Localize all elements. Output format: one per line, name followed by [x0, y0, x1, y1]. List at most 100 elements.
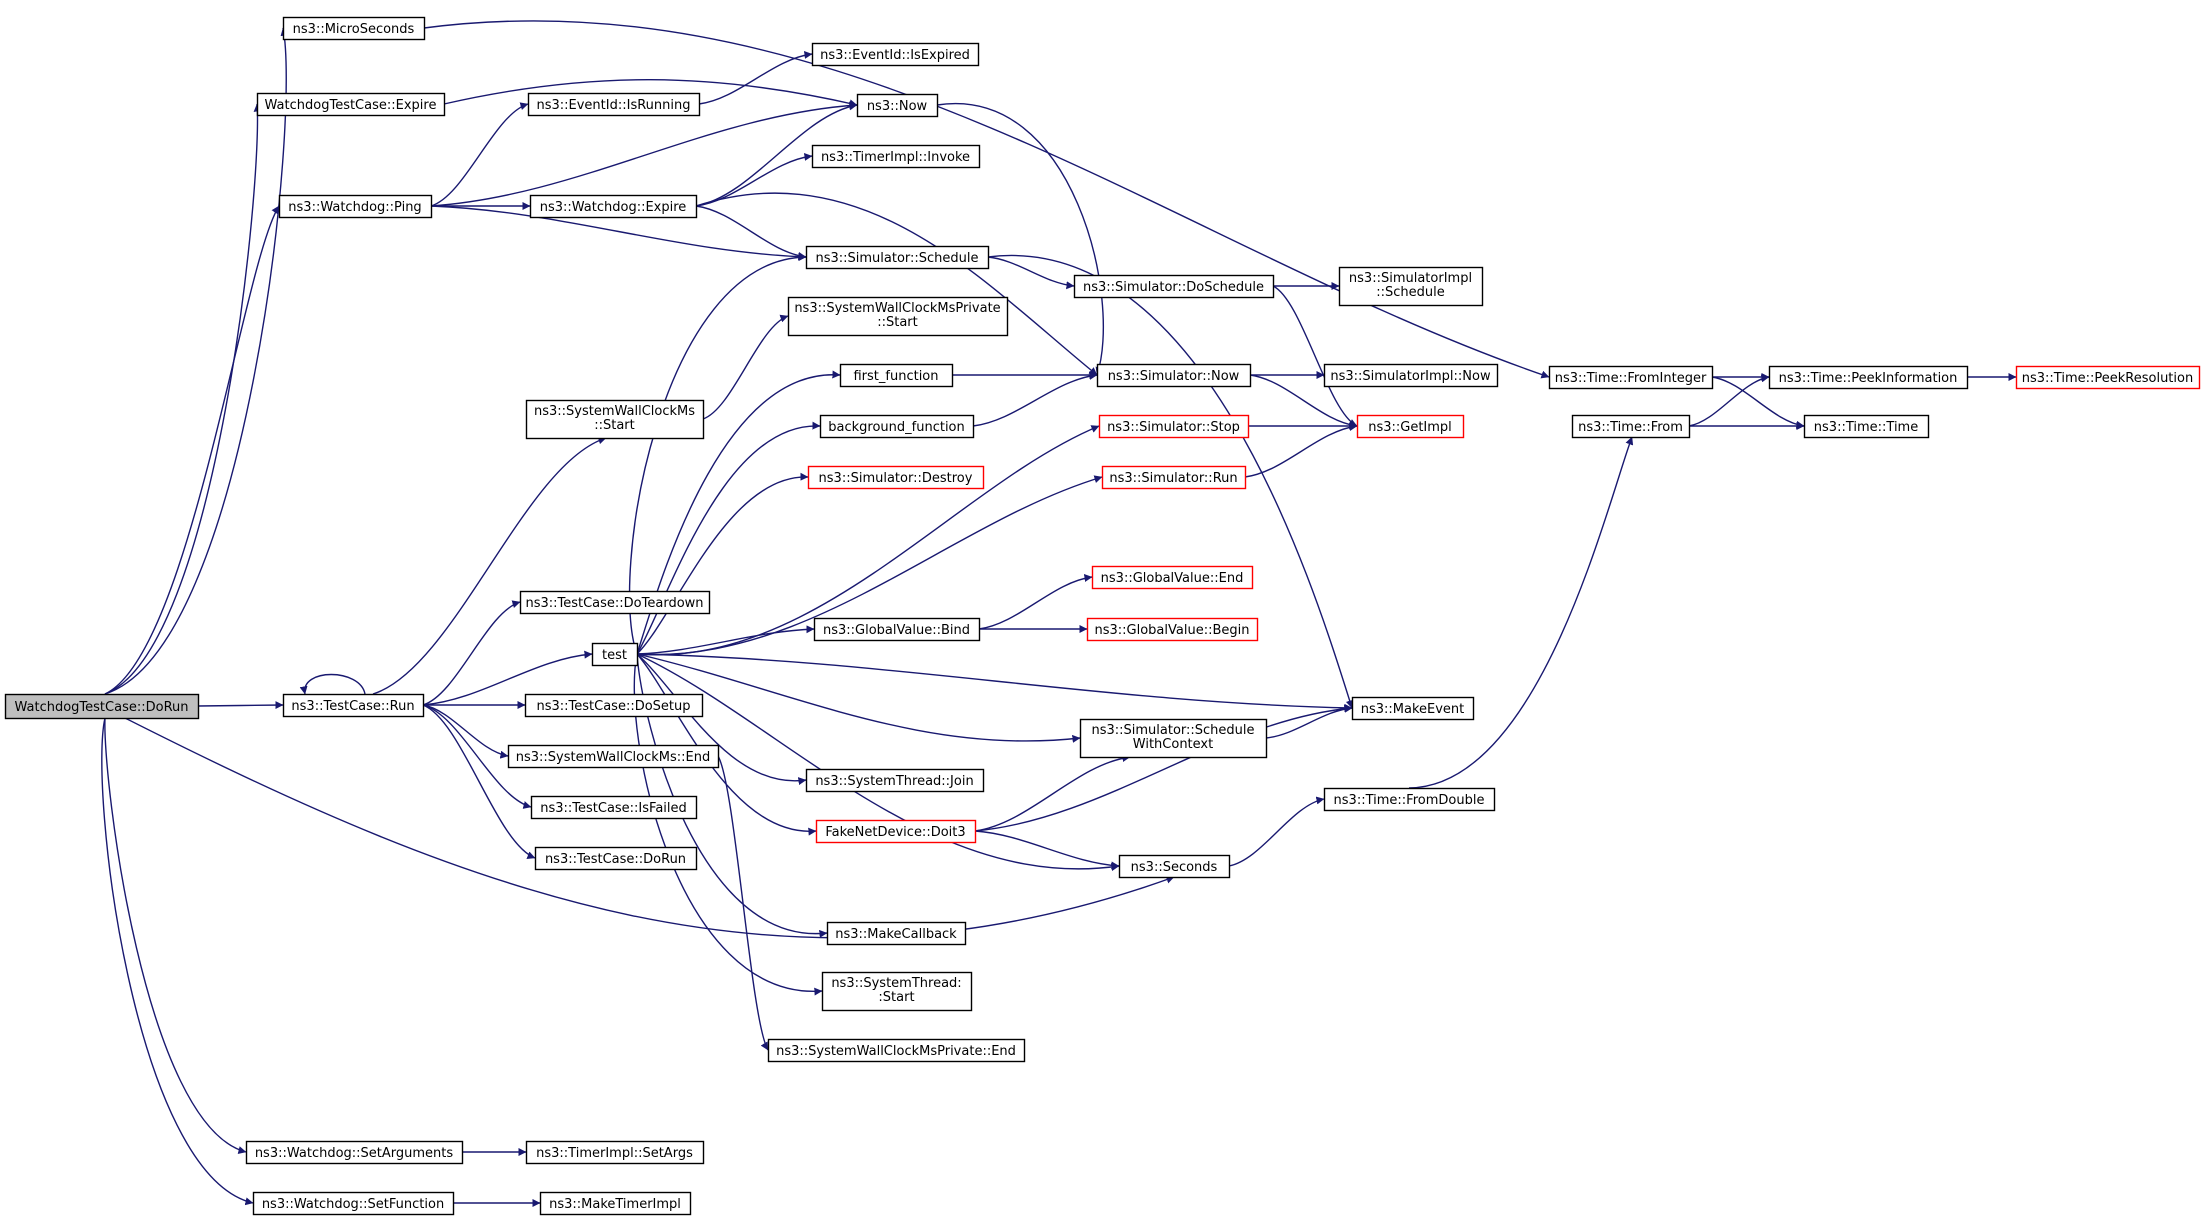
node-label: ns3::EventId::IsRunning [536, 98, 690, 113]
node-label: ns3::MakeCallback [835, 927, 957, 942]
node-sim-run[interactable]: ns3::Simulator::Run [1101, 465, 1247, 490]
nodes-layer: WatchdogTestCase::DoRun ns3::MicroSeconds… [4, 16, 2201, 1216]
node-swcmp-end[interactable]: ns3::SystemWallClockMsPrivate::End [767, 1038, 1026, 1063]
edge-wd-ping-to-now [430, 101, 858, 207]
node-label: ns3::Time::From [1578, 420, 1683, 435]
node-wd-expire[interactable]: ns3::Watchdog::Expire [529, 194, 698, 219]
edge-sim-now-to-getimpl [1249, 374, 1358, 429]
node-label: ns3::Simulator::DoSchedule [1083, 280, 1264, 295]
node-time-frominteger[interactable]: ns3::Time::FromInteger [1548, 365, 1714, 390]
node-label: ns3::Watchdog::SetArguments [255, 1146, 454, 1161]
edge-sim-schedwctx-to-makeevent [1265, 704, 1353, 739]
node-label: ns3::MicroSeconds [293, 22, 415, 37]
node-now[interactable]: ns3::Now [856, 93, 939, 118]
edge-test-to-sim-destroy [636, 472, 809, 655]
node-label: ns3::Simulator::Schedule [1091, 723, 1254, 738]
edge-fnd-doit3-to-sim-schedwctx [974, 754, 1131, 832]
node-time-fromdouble[interactable]: ns3::Time::FromDouble [1323, 787, 1496, 812]
node-simimpl-schedule[interactable]: ns3::SimulatorImpl::Schedule [1338, 266, 1484, 307]
node-label: ns3::Time::PeekResolution [2022, 371, 2193, 386]
node-maketimerimpl[interactable]: ns3::MakeTimerImpl [539, 1191, 692, 1216]
node-sim-stop[interactable]: ns3::Simulator::Stop [1098, 414, 1250, 439]
node-box [591, 642, 639, 667]
node-eid-isrunning[interactable]: ns3::EventId::IsRunning [527, 92, 701, 117]
node-eid-isexpired[interactable]: ns3::EventId::IsExpired [811, 42, 980, 67]
node-gv-bind[interactable]: ns3::GlobalValue::Bind [813, 617, 981, 642]
node-swcmp-start[interactable]: ns3::SystemWallClockMsPrivate::Start [787, 296, 1009, 337]
node-label: ns3::Simulator::Stop [1107, 420, 1240, 435]
node-tc-doteardown[interactable]: ns3::TestCase::DoTeardown [519, 590, 711, 615]
node-box [813, 617, 981, 642]
node-st-join[interactable]: ns3::SystemThread::Join [805, 768, 985, 793]
node-time-from[interactable]: ns3::Time::From [1571, 414, 1691, 439]
node-seconds[interactable]: ns3::Seconds [1118, 854, 1231, 879]
node-tc-isfailed[interactable]: ns3::TestCase::IsFailed [530, 795, 698, 820]
node-st-start[interactable]: ns3::SystemThread::Start [821, 971, 973, 1012]
edge-test-to-sim-run [636, 475, 1103, 656]
node-box [507, 744, 720, 769]
node-sim-doschedule[interactable]: ns3::Simulator::DoSchedule [1073, 274, 1275, 299]
node-gv-end[interactable]: ns3::GlobalValue::End [1091, 565, 1254, 590]
edge-tc-run-to-swcm-start [372, 436, 607, 695]
node-wd-setfunc[interactable]: ns3::Watchdog::SetFunction [252, 1191, 455, 1216]
edge-gv-bind-to-gv-end [978, 574, 1093, 630]
node-makeevent[interactable]: ns3::MakeEvent [1351, 696, 1475, 721]
edge-tc-run-to-tc-dorun [422, 704, 536, 859]
node-swcm-end[interactable]: ns3::SystemWallClockMs::End [507, 744, 720, 769]
node-label: ns3::Time::PeekInformation [1779, 371, 1958, 386]
node-fnd-doit3[interactable]: FakeNetDevice::Doit3 [815, 819, 977, 844]
node-simimpl-now[interactable]: ns3::SimulatorImpl::Now [1323, 363, 1499, 388]
node-label: ns3::GlobalValue::Begin [1095, 623, 1250, 638]
node-root[interactable]: WatchdogTestCase::DoRun [4, 693, 200, 720]
node-box [1091, 565, 1254, 590]
node-sim-schedule[interactable]: ns3::Simulator::Schedule [805, 245, 990, 270]
node-label: ns3::Seconds [1131, 860, 1218, 875]
edge-test-to-first-function [636, 370, 841, 655]
node-label: ::Start [877, 315, 918, 330]
edge-swcm-start-to-swcmp-start [702, 314, 789, 420]
node-label: ns3::SystemWallClockMsPrivate::End [776, 1044, 1016, 1059]
node-wtc-expire[interactable]: WatchdogTestCase::Expire [256, 92, 446, 117]
node-makecallback[interactable]: ns3::MakeCallback [826, 921, 967, 946]
node-box [539, 1191, 692, 1216]
edge-background-function-to-sim-now [972, 371, 1098, 427]
edge-sim-run-to-getimpl [1244, 423, 1358, 478]
node-box [2015, 365, 2201, 390]
edge-test-to-seconds [636, 653, 1120, 872]
node-sim-destroy[interactable]: ns3::Simulator::Destroy [807, 465, 985, 490]
node-swcm-start[interactable]: ns3::SystemWallClockMs::Start [525, 399, 705, 440]
node-label: ns3::SimulatorImpl::Now [1330, 369, 1491, 384]
node-box [1338, 266, 1484, 307]
node-time-peekinfo[interactable]: ns3::Time::PeekInformation [1768, 365, 1969, 390]
node-tc-dorun[interactable]: ns3::TestCase::DoRun [534, 846, 698, 871]
node-getimpl[interactable]: ns3::GetImpl [1356, 414, 1465, 439]
edge-test-to-background-function [636, 421, 821, 655]
node-label: ns3::Simulator::Schedule [815, 251, 978, 266]
node-timerimpl-setargs[interactable]: ns3::TimerImpl::SetArgs [525, 1140, 705, 1165]
node-box [519, 590, 711, 615]
node-background-function[interactable]: background_function [819, 414, 975, 439]
node-wd-ping[interactable]: ns3::Watchdog::Ping [278, 194, 433, 219]
node-label: ns3::TestCase::Run [291, 699, 414, 714]
node-timerimpl-invoke[interactable]: ns3::TimerImpl::Invoke [811, 144, 981, 169]
node-tc-run[interactable]: ns3::TestCase::Run [282, 693, 425, 718]
node-microseconds[interactable]: ns3::MicroSeconds [282, 16, 426, 41]
node-label: ns3::EventId::IsExpired [820, 48, 970, 63]
edge-time-from-to-time-peekinfo [1688, 374, 1770, 427]
node-time-peekres[interactable]: ns3::Time::PeekResolution [2015, 365, 2201, 390]
edge-sim-schedule-to-sim-doschedule [987, 256, 1075, 290]
node-box [805, 245, 990, 270]
node-tc-dosetup[interactable]: ns3::TestCase::DoSetup [524, 693, 704, 718]
node-test[interactable]: test [591, 642, 639, 667]
node-gv-begin[interactable]: ns3::GlobalValue::Begin [1086, 617, 1259, 642]
node-box [534, 846, 698, 871]
node-wd-setargs[interactable]: ns3::Watchdog::SetArguments [245, 1140, 464, 1165]
node-sim-now[interactable]: ns3::Simulator::Now [1096, 363, 1252, 388]
edge-wd-expire-to-timerimpl-invoke [695, 152, 813, 207]
node-label: ::Start [594, 418, 635, 433]
node-first-function[interactable]: first_function [839, 363, 954, 388]
node-time-time[interactable]: ns3::Time::Time [1803, 414, 1930, 439]
edge-test-to-gv-bind [636, 625, 815, 655]
node-box [525, 399, 705, 440]
